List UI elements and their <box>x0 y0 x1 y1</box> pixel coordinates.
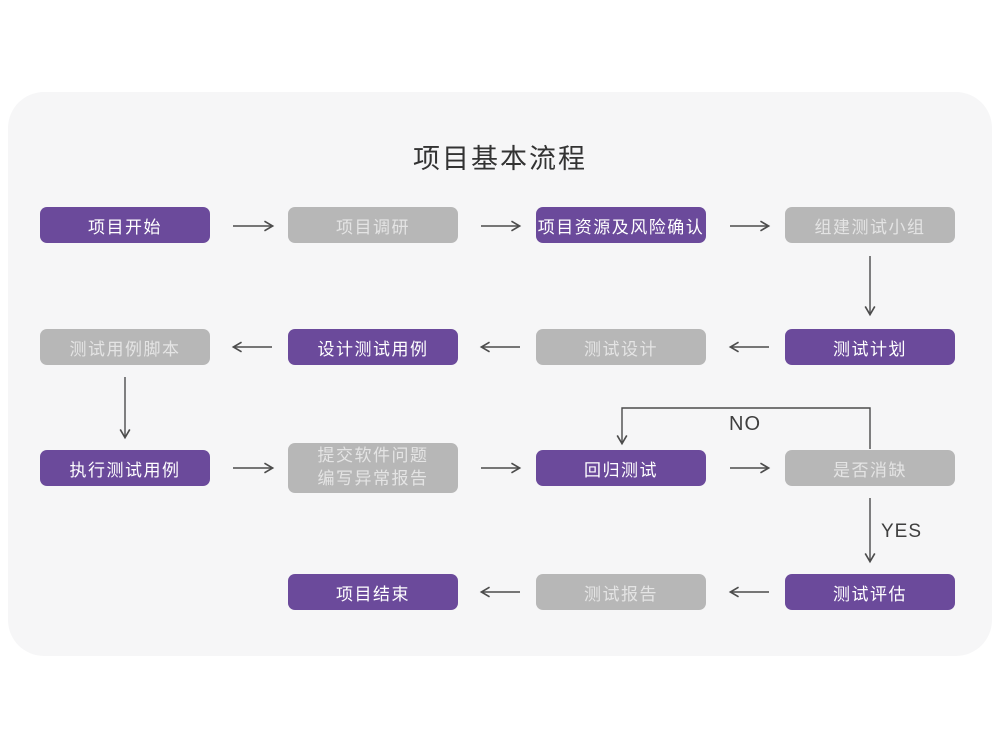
node-regression-test: 回归测试 <box>536 450 706 486</box>
node-test-plan: 测试计划 <box>785 329 955 365</box>
node-defect-cleared: 是否消缺 <box>785 450 955 486</box>
branch-label-no: NO <box>729 413 761 435</box>
node-test-case-scripts: 测试用例脚本 <box>40 329 210 365</box>
node-test-evaluation: 测试评估 <box>785 574 955 610</box>
node-resources-risk-confirm: 项目资源及风险确认 <box>536 207 706 243</box>
node-test-design: 测试设计 <box>536 329 706 365</box>
page-title: 项目基本流程 <box>413 144 587 174</box>
node-test-report: 测试报告 <box>536 574 706 610</box>
node-execute-test-cases: 执行测试用例 <box>40 450 210 486</box>
branch-label-yes: YES <box>881 521 923 542</box>
flowchart-card <box>8 92 992 656</box>
node-project-start: 项目开始 <box>40 207 210 243</box>
node-design-test-cases: 设计测试用例 <box>288 329 458 365</box>
node-project-end: 项目结束 <box>288 574 458 610</box>
node-build-test-team: 组建测试小组 <box>785 207 955 243</box>
node-project-research: 项目调研 <box>288 207 458 243</box>
node-submit-issues-write-report: 提交软件问题 编写异常报告 <box>288 443 458 493</box>
